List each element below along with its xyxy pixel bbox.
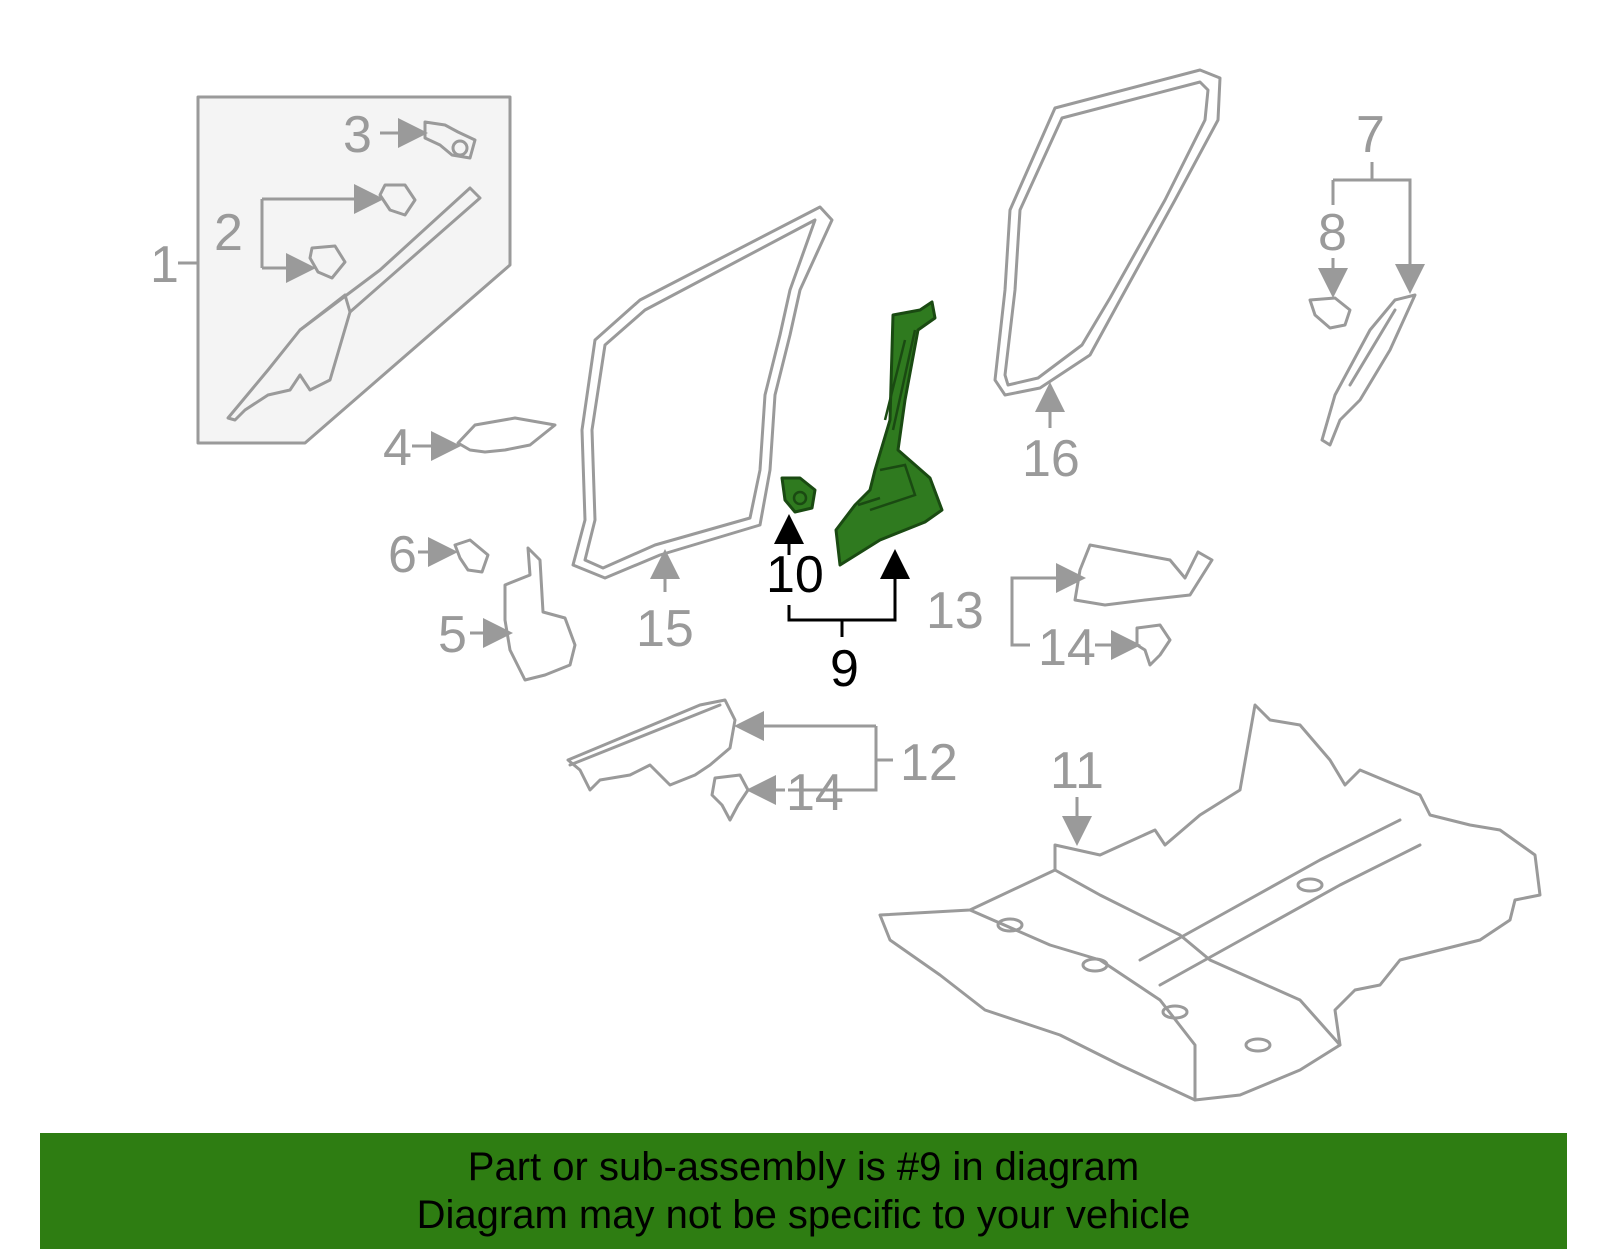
leader-13 bbox=[1010, 563, 1086, 607]
part-4-bracket bbox=[456, 416, 557, 454]
part-15-weatherstrip bbox=[571, 205, 834, 580]
leader-7 bbox=[1333, 178, 1425, 294]
part-12-sill-trim bbox=[566, 698, 737, 792]
part-8-clip bbox=[1308, 296, 1352, 330]
part-6-screw bbox=[453, 538, 490, 574]
callout-6: 6 bbox=[388, 526, 417, 584]
banner-line-1: Part or sub-assembly is #9 in diagram bbox=[467, 1145, 1140, 1189]
callout-7: 7 bbox=[1356, 106, 1385, 164]
part-9-pillar-trim-highlighted bbox=[834, 300, 944, 567]
banner-line-2: Diagram may not be specific to your vehi… bbox=[416, 1193, 1191, 1237]
part-1-assembly-box bbox=[196, 95, 512, 445]
callout-4: 4 bbox=[383, 419, 412, 477]
callout-11: 11 bbox=[1050, 742, 1104, 800]
callout-14-upper: 14 bbox=[1038, 619, 1096, 677]
callout-5: 5 bbox=[438, 606, 467, 664]
part-13-bracket bbox=[1073, 543, 1214, 607]
callout-8: 8 bbox=[1318, 204, 1347, 262]
callout-10: 10 bbox=[766, 546, 824, 604]
leader-12 bbox=[788, 726, 878, 792]
callout-13: 13 bbox=[926, 582, 984, 640]
callout-2: 2 bbox=[214, 204, 243, 262]
callout-1: 1 bbox=[150, 236, 179, 294]
part-16-weatherstrip bbox=[993, 68, 1222, 397]
part-3-fastener bbox=[423, 120, 477, 160]
callout-9: 9 bbox=[830, 640, 859, 698]
part-11-floor-pan bbox=[878, 703, 1542, 1102]
callout-16: 16 bbox=[1022, 430, 1080, 488]
callout-15: 15 bbox=[636, 600, 694, 658]
part-5-kick-panel bbox=[503, 546, 577, 682]
info-banner: Part or sub-assembly is #9 in diagram Di… bbox=[40, 1133, 1567, 1249]
callout-12: 12 bbox=[900, 734, 958, 792]
part-14-fastener-a bbox=[1135, 623, 1172, 667]
part-7-trim bbox=[1320, 293, 1417, 447]
part-14-fastener-b bbox=[710, 773, 750, 822]
callout-3: 3 bbox=[343, 106, 372, 164]
part-10-clip-highlighted bbox=[780, 476, 817, 514]
callout-14-lower: 14 bbox=[786, 764, 844, 822]
